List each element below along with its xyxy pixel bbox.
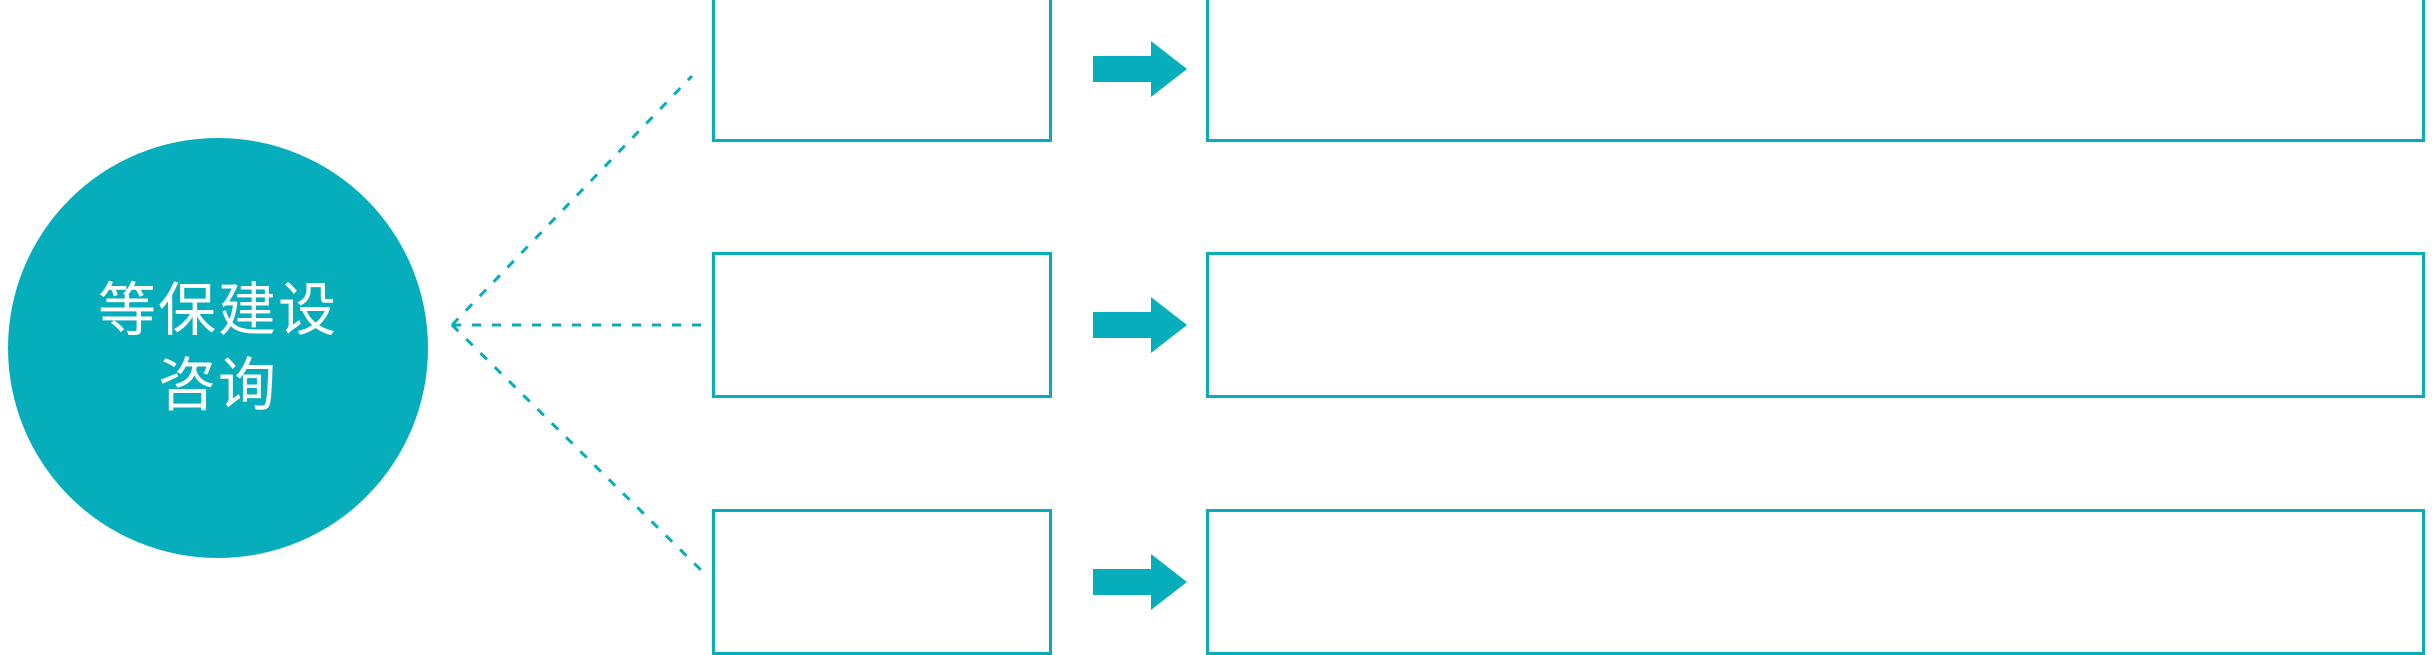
diagram-row — [0, 509, 2434, 655]
row-3-arrow — [1093, 552, 1189, 612]
row-1-label-box[interactable] — [712, 0, 1052, 142]
hub-circle[interactable]: 等保建设 咨询 — [8, 138, 428, 558]
diagram-row — [0, 0, 2434, 142]
row-2-arrow — [1093, 295, 1189, 355]
hub-label-line-1: 等保建设 — [97, 277, 338, 343]
row-2-label-box[interactable] — [712, 252, 1052, 398]
row-3-label-box[interactable] — [712, 509, 1052, 655]
right-arrow-icon — [1093, 41, 1187, 97]
row-2-detail-box[interactable] — [1206, 252, 2425, 398]
row-3-detail-box[interactable] — [1206, 509, 2425, 655]
row-1-detail-box[interactable] — [1206, 0, 2425, 142]
row-1-arrow — [1093, 39, 1189, 99]
right-arrow-icon — [1093, 554, 1187, 610]
right-arrow-icon — [1093, 297, 1187, 353]
diagram-row — [0, 252, 2434, 398]
hub-label-line-2: 咨询 — [157, 353, 278, 418]
